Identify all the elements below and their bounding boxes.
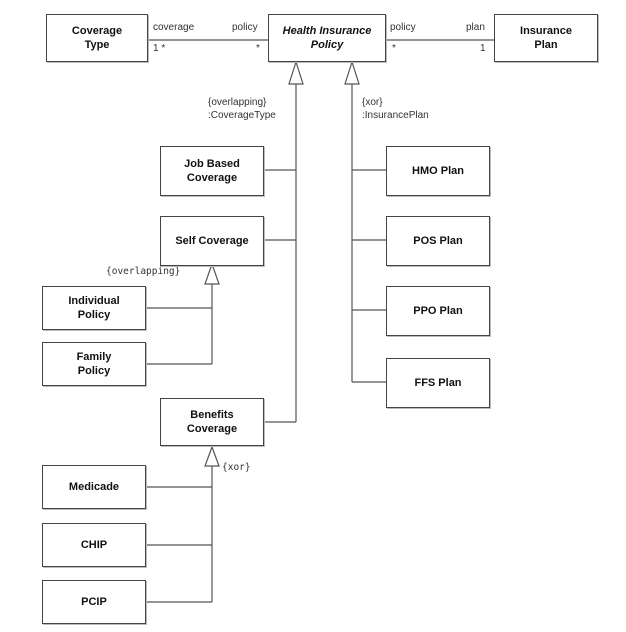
class-individual-policy: Individual Policy (42, 286, 146, 330)
class-insurance-plan: Insurance Plan (494, 14, 598, 62)
class-pos-plan-label: POS Plan (413, 235, 463, 247)
generalization-arrowhead-benefits (204, 445, 220, 467)
class-pcip: PCIP (42, 580, 146, 624)
role-policy-left: policy (232, 22, 258, 33)
class-health-insurance-policy-label: Health Insurance Policy (282, 25, 372, 51)
class-chip: CHIP (42, 523, 146, 567)
class-medicade-label: Medicade (68, 481, 120, 493)
constraint-benefits-set: {xor} (222, 462, 251, 473)
class-ppo-plan-label: PPO Plan (413, 305, 463, 317)
class-ffs-plan: FFS Plan (386, 358, 490, 408)
class-self-coverage: Self Coverage (160, 216, 264, 266)
generalization-arrowhead-plan (344, 60, 360, 85)
constraint-insurance-plan-set: {xor} :InsurancePlan (362, 97, 429, 121)
class-job-based-coverage-label: Job Based Coverage (184, 158, 240, 184)
constraint-coverage-type-set: {overlapping} :CoverageType (208, 97, 276, 121)
class-ffs-plan-label: FFS Plan (414, 377, 462, 389)
class-benefits-coverage: Benefits Coverage (160, 398, 264, 446)
role-coverage: coverage (153, 22, 195, 33)
role-policy-right: policy (390, 22, 416, 33)
class-family-policy-label: Family Policy (76, 351, 112, 377)
class-hmo-plan-label: HMO Plan (412, 165, 464, 177)
mult-coverage: 1 * (153, 43, 166, 54)
class-insurance-plan-label: Insurance Plan (520, 25, 572, 51)
class-benefits-coverage-label: Benefits Coverage (186, 409, 238, 435)
class-medicade: Medicade (42, 465, 146, 509)
class-health-insurance-policy: Health Insurance Policy (268, 14, 386, 62)
mult-policy-left: * (256, 43, 260, 54)
class-pos-plan: POS Plan (386, 216, 490, 266)
constraint-self-coverage-set: {overlapping} (106, 266, 181, 277)
class-family-policy: Family Policy (42, 342, 146, 386)
role-plan: plan (466, 22, 485, 33)
class-pcip-label: PCIP (81, 596, 107, 608)
class-coverage-type: Coverage Type (46, 14, 148, 62)
class-individual-policy-label: Individual Policy (68, 295, 120, 321)
class-self-coverage-label: Self Coverage (175, 235, 249, 247)
class-job-based-coverage: Job Based Coverage (160, 146, 264, 196)
class-coverage-type-label: Coverage Type (71, 25, 123, 51)
generalization-arrowhead-coverage (288, 60, 304, 85)
class-hmo-plan: HMO Plan (386, 146, 490, 196)
class-ppo-plan: PPO Plan (386, 286, 490, 336)
generalization-arrowhead-self (204, 262, 220, 285)
class-chip-label: CHIP (80, 539, 108, 551)
mult-policy-right: * (392, 43, 396, 54)
mult-plan: 1 (480, 43, 486, 54)
